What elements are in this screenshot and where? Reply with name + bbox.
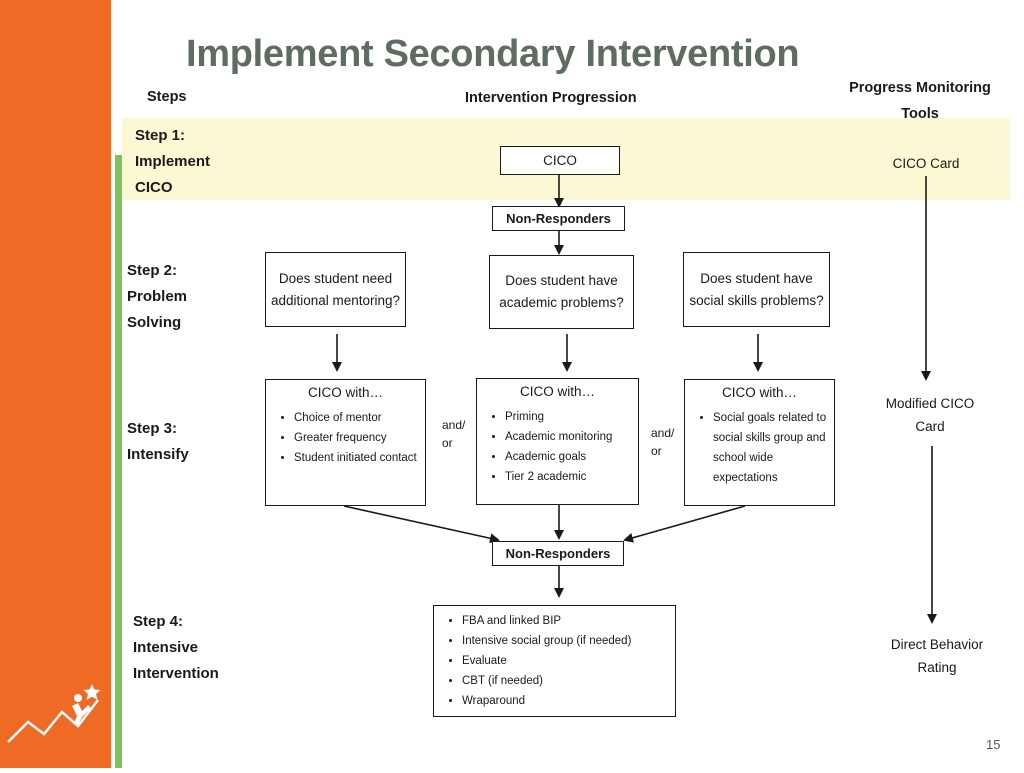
progress-monitoring-header-line1: Progress Monitoring: [849, 80, 991, 96]
list-item: Greater frequency: [294, 428, 425, 448]
step1-label-line3: CICO: [135, 179, 173, 196]
cico-with-academic-box: CICO with… Priming Academic monitoring A…: [476, 378, 639, 505]
tool-direct-behavior-rating-line2: Rating: [917, 660, 957, 675]
list-item: Tier 2 academic: [505, 467, 638, 487]
non-responders-box-2: Non-Responders: [492, 541, 624, 566]
green-accent-bar: [115, 155, 122, 768]
step2-label: Step 2: Problem Solving: [127, 258, 187, 336]
tool-modified-cico-card-line1: Modified CICO: [885, 396, 975, 411]
step4-label-line2: Intensive: [133, 639, 199, 656]
and-or-label-1-line2: or: [442, 436, 453, 450]
academic-options-list: Priming Academic monitoring Academic goa…: [477, 407, 638, 487]
step4-label-line3: Intervention: [133, 665, 219, 682]
cico-with-social-box: CICO with… Social goals related to socia…: [684, 379, 835, 506]
step4-label: Step 4: Intensive Intervention: [133, 609, 219, 687]
cico-with-label: CICO with…: [519, 384, 595, 399]
tool-direct-behavior-rating-line1: Direct Behavior: [890, 637, 984, 652]
and-or-label-2-line2: or: [651, 444, 662, 458]
list-item: Priming: [505, 407, 638, 427]
arrow-left-to-nonresponders: [343, 505, 500, 544]
step2-label-line3: Solving: [127, 314, 182, 331]
step3-label: Step 3: Intensify: [127, 416, 189, 468]
list-item: CBT (if needed): [462, 671, 675, 691]
and-or-label-2-line1: and/: [651, 426, 675, 440]
cico-with-mentoring-box: CICO with… Choice of mentor Greater freq…: [265, 379, 426, 506]
step4-label-line1: Step 4:: [133, 613, 184, 630]
and-or-label-1-line1: and/: [442, 418, 466, 432]
list-item: Academic monitoring: [505, 427, 638, 447]
list-item: Social goals related to social skills gr…: [713, 408, 834, 488]
list-item: FBA and linked BIP: [462, 611, 675, 631]
social-options-list: Social goals related to social skills gr…: [685, 408, 834, 488]
question-social-skills-box: Does student have social skills problems…: [683, 252, 830, 327]
intensive-intervention-box: FBA and linked BIP Intensive social grou…: [433, 605, 676, 717]
question-academic-box: Does student have academic problems?: [489, 255, 634, 329]
page-number: 15: [986, 737, 1001, 752]
orange-sidebar: [0, 0, 111, 768]
tool-cico-card: CICO Card: [892, 156, 960, 171]
progress-monitoring-header-line2: Tools: [901, 106, 939, 122]
arrow-right-to-nonresponders: [623, 505, 746, 543]
step3-label-line1: Step 3:: [127, 420, 178, 437]
list-item: Wraparound: [462, 691, 675, 711]
logo-chart-icon: [7, 684, 101, 743]
list-item: Academic goals: [505, 447, 638, 467]
list-item: Student initiated contact: [294, 448, 425, 468]
list-item: Evaluate: [462, 651, 675, 671]
step1-label-line1: Step 1:: [135, 127, 186, 144]
list-item: Choice of mentor: [294, 408, 425, 428]
cico-with-label: CICO with…: [307, 385, 383, 400]
step3-label-line2: Intensify: [127, 446, 189, 463]
non-responders-box-1: Non-Responders: [492, 206, 625, 231]
steps-header: Steps: [147, 89, 187, 105]
step1-label-line2: Implement: [135, 153, 211, 170]
step1-label: Step 1: Implement CICO: [135, 123, 210, 201]
and-or-label-1: and/ or: [442, 416, 465, 452]
step2-label-line2: Problem: [127, 288, 188, 305]
slide-title: Implement Secondary Intervention: [186, 33, 800, 75]
cico-box: CICO: [500, 146, 620, 175]
list-item: Intensive social group (if needed): [462, 631, 675, 651]
tool-modified-cico-card-line2: Card: [915, 419, 945, 434]
intervention-progression-header: Intervention Progression: [465, 90, 637, 106]
step2-label-line1: Step 2:: [127, 262, 178, 279]
cico-with-label: CICO with…: [721, 385, 797, 400]
and-or-label-2: and/ or: [651, 424, 674, 460]
intensive-options-list: FBA and linked BIP Intensive social grou…: [434, 611, 675, 711]
mentoring-options-list: Choice of mentor Greater frequency Stude…: [266, 408, 425, 468]
question-mentoring-box: Does student need additional mentoring?: [265, 252, 406, 327]
